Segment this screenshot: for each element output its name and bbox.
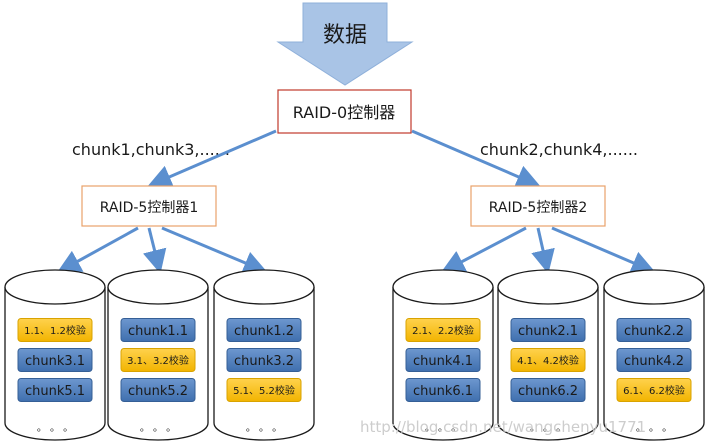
arrow-raid5-2-to-disk-4 <box>440 226 527 273</box>
data-chunk-block <box>120 318 196 342</box>
parity-block <box>616 378 692 402</box>
disk-cylinder-top <box>4 269 106 305</box>
data-chunk-block <box>405 348 481 372</box>
stripe-left-label: chunk1,chunk3,...... <box>72 140 230 159</box>
more-chunks-ellipsis: 。 。 。 <box>425 423 461 434</box>
chunk-label: chunk5.1 <box>25 384 85 399</box>
parity-block <box>226 378 302 402</box>
parity-label: 1.1、1.2校验 <box>24 324 86 337</box>
disk-cylinder-top <box>603 269 705 305</box>
data-input-label: 数据 <box>323 23 367 48</box>
raid0-controller: RAID-0控制器 <box>277 89 412 134</box>
disk-3: chunk1.2 chunk3.2 5.1、5.2校验。 。 。 <box>213 269 315 441</box>
parity-block <box>120 348 196 372</box>
chunk-label: chunk3.1 <box>25 354 85 369</box>
disk-1: 1.1、1.2校验 chunk3.1 chunk5.1 。 。 。 <box>4 269 106 441</box>
disk-4: 2.1、2.2校验 chunk4.1 chunk6.1 。 。 。 <box>392 269 494 441</box>
more-chunks-ellipsis: 。 。 。 <box>37 423 73 434</box>
data-chunk-block <box>226 318 302 342</box>
disk-cylinder-top <box>392 269 494 305</box>
data-chunk-block <box>17 378 93 402</box>
data-chunk-block <box>405 378 481 402</box>
parity-block <box>17 318 93 342</box>
raid5-controller-1: RAID-5控制器1 <box>81 185 217 227</box>
chunk-label: chunk1.1 <box>128 324 188 339</box>
raid5-controller-1-label: RAID-5控制器1 <box>100 200 199 216</box>
disk-cylinder-top <box>213 269 315 305</box>
parity-block <box>510 348 586 372</box>
parity-label: 6.1、6.2校验 <box>623 384 685 397</box>
data-chunk-block <box>17 348 93 372</box>
parity-label: 3.1、3.2校验 <box>127 354 189 367</box>
more-chunks-ellipsis: 。 。 。 <box>530 423 566 434</box>
watermark: http://blog.csdn.net/wangchenyu1771 <box>360 418 646 436</box>
disk-cylinder-top <box>497 269 599 305</box>
arrow-raid5-1-to-disk-3 <box>161 226 268 275</box>
arrow-raid5-2-to-disk-5 <box>531 227 555 274</box>
raid5-controller-2-label: RAID-5控制器2 <box>489 200 588 216</box>
arrow-raid5-2-to-disk-6 <box>551 226 656 274</box>
chunk-label: chunk2.1 <box>518 324 578 339</box>
parity-label: 5.1、5.2校验 <box>233 384 295 397</box>
more-chunks-ellipsis: 。 。 。 <box>246 423 282 434</box>
disk-cylinder-top <box>107 269 209 305</box>
arrow-raid5-1-to-disk-2 <box>142 227 167 274</box>
parity-label: 2.1、2.2校验 <box>412 324 474 337</box>
chunk-label: chunk6.2 <box>518 384 578 399</box>
chunk-label: chunk1.2 <box>234 324 294 339</box>
arrow-raid5-1-to-disk-1 <box>56 226 139 273</box>
chunk-label: chunk6.1 <box>413 384 473 399</box>
arrow-raid0-to-raid5-1 <box>147 129 277 188</box>
chunk-label: chunk5.2 <box>128 384 188 399</box>
data-chunk-block <box>510 318 586 342</box>
disk-5: chunk2.1 4.1、4.2校验 chunk6.2 。 。 。 <box>497 269 599 441</box>
more-chunks-ellipsis: 。 。 。 <box>636 423 672 434</box>
data-chunk-block <box>510 378 586 402</box>
data-chunk-block <box>616 318 692 342</box>
more-chunks-ellipsis: 。 。 。 <box>140 423 176 434</box>
arrow-raid0-to-raid5-2 <box>411 129 541 188</box>
stripe-right-label: chunk2,chunk4,...... <box>480 140 638 159</box>
chunk-label: chunk2.2 <box>624 324 684 339</box>
raid0-controller-label: RAID-0控制器 <box>293 103 395 122</box>
chunk-label: chunk4.1 <box>413 354 473 369</box>
parity-block <box>405 318 481 342</box>
data-chunk-block <box>120 378 196 402</box>
chunk-label: chunk4.2 <box>624 354 684 369</box>
data-chunk-block <box>226 348 302 372</box>
data-chunk-block <box>616 348 692 372</box>
raid5-controller-2: RAID-5控制器2 <box>470 185 606 227</box>
disk-2: chunk1.1 3.1、3.2校验 chunk5.2 。 。 。 <box>107 269 209 441</box>
data-input-arrow: 数据 <box>276 2 414 86</box>
disk-6: chunk2.2 chunk4.2 6.1、6.2校验。 。 。 <box>603 269 705 441</box>
chunk-label: chunk3.2 <box>234 354 294 369</box>
disk-array: 1.1、1.2校验 chunk3.1 chunk5.1 。 。 。 chunk1.1 3.… <box>4 269 705 441</box>
parity-label: 4.1、4.2校验 <box>517 354 579 367</box>
